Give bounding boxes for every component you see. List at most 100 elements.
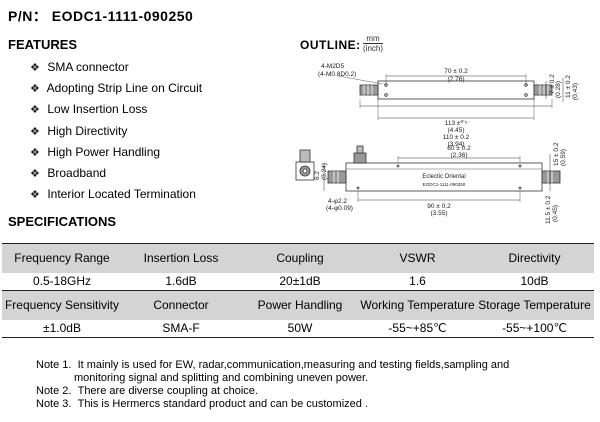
note-item: Note 3. This is Hermercs standard produc…: [36, 398, 509, 411]
spec-value-row: ±1.0dB SMA-F 50W -55~+85℃ -55~+100℃: [2, 320, 594, 338]
dim-label-inch: (4.45): [448, 127, 465, 134]
top-view-body: [377, 80, 535, 100]
spec-value-cell: 10dB: [475, 273, 594, 291]
mount-hole: [518, 164, 522, 168]
spec-header-cell: Insertion Loss: [122, 243, 240, 273]
feature-text: Adopting Strip Line on Circuit: [46, 81, 203, 96]
spec-header-cell: Working Temperature: [360, 290, 475, 320]
feature-text: Broadband: [47, 165, 107, 180]
front-view-labels: Eclectic Oriental EODC1-1111-090250 60 ±…: [314, 142, 567, 224]
diamond-bullet-icon: ❖: [30, 83, 40, 96]
mount-hole: [518, 186, 522, 190]
mount-hole: [396, 164, 400, 168]
spec-value-row: 0.5-18GHz 1.6dB 20±1dB 1.6 10dB: [2, 273, 594, 291]
diamond-bullet-icon: ❖: [30, 167, 40, 180]
diamond-bullet-icon: ❖: [30, 62, 40, 74]
spec-value-cell: 1.6: [360, 273, 475, 291]
outline-heading: OUTLINE:: [300, 38, 361, 52]
spec-value-cell: 0.5-18GHz: [2, 273, 122, 291]
spec-header-row: Frequency Range Insertion Loss Coupling …: [2, 243, 594, 273]
features-list: ❖ SMA connector ❖ Adopting Strip Line on…: [30, 59, 202, 207]
dim-label-inch: (3.55): [431, 210, 448, 217]
note-item: Note 1. It mainly is used for EW, radar,…: [36, 359, 509, 372]
top-view-labels: 4-M2D5 (4-M0.8D0.2) 70 ± 0.2 (2.76) 113 …: [318, 63, 579, 148]
spec-value-cell: ±1.0dB: [2, 320, 122, 338]
mount-hole: [384, 93, 388, 97]
note-label: Note 2.: [36, 385, 72, 397]
dim-label: 60 ± 0.2: [447, 145, 471, 152]
dim-label: 110 ± 0.2: [443, 134, 470, 141]
spec-value-cell: 1.6dB: [122, 273, 240, 291]
diamond-bullet-icon: ❖: [30, 189, 40, 202]
sma-connector-pin: [356, 145, 364, 154]
hole-label-inch: (4-φ0.09): [326, 205, 353, 212]
spec-value-cell: 50W: [240, 320, 360, 338]
diamond-bullet-icon: ❖: [30, 104, 40, 117]
front-view: [295, 145, 561, 202]
list-item: ❖ Adopting Strip Line on Circuit: [30, 80, 202, 101]
feature-text: High Directivity: [47, 123, 128, 138]
brand-label: Eclectic Oriental: [422, 174, 465, 180]
note-text: There are diverse coupling at choice.: [77, 385, 258, 397]
spec-header-cell: Frequency Range: [2, 243, 122, 273]
spec-value-cell: -55~+100℃: [475, 320, 594, 338]
dim-label-inch: (0.43): [572, 83, 579, 100]
dim-label: 70 ± 0.2: [444, 68, 468, 75]
hole-label: 4-φ2.2: [328, 198, 347, 205]
flange-connector-body: [299, 149, 311, 163]
feature-text: Interior Located Termination: [47, 187, 196, 202]
spec-header-cell: Directivity: [475, 243, 594, 273]
dim-label-inch: (2.76): [448, 76, 465, 83]
dim-label-inch: (0.28): [555, 81, 562, 98]
note-text: It mainly is used for EW, radar,communic…: [77, 359, 510, 371]
spec-header-cell: VSWR: [360, 243, 475, 273]
spec-value-cell: -55~+85℃: [360, 320, 475, 338]
note-label: Note 1.: [36, 359, 72, 371]
part-number: P/N： EODC1-1111-090250: [8, 8, 194, 24]
dim-label: 11 ± 0.2: [565, 75, 572, 98]
spec-value-cell: 20±1dB: [240, 273, 360, 291]
mount-hole: [356, 186, 360, 190]
note-item: Note 2. There are diverse coupling at ch…: [36, 385, 509, 398]
outline-drawing: 4-M2D5 (4-M0.8D0.2) 70 ± 0.2 (2.76) 113 …: [295, 63, 579, 224]
dim-label: 11.5 ± 0.2: [545, 195, 552, 224]
feature-text: SMA connector: [47, 60, 129, 74]
spec-header-cell: Power Handling: [240, 290, 360, 320]
features-heading: FEATURES: [8, 37, 78, 52]
notes: Note 1. It mainly is used for EW, radar,…: [36, 359, 509, 411]
sma-connector: [533, 84, 553, 96]
dim-label: 113 ±⁰’⁵: [445, 119, 468, 127]
sma-connector: [353, 152, 367, 164]
spec-header-cell: Frequency Sensitivity: [2, 290, 122, 320]
top-view: [337, 74, 564, 120]
dim-label-inch: (3.94): [448, 141, 465, 148]
feature-text: Low Insertion Loss: [47, 102, 148, 117]
dim-label-inch: (0.45): [552, 205, 559, 222]
list-item: ❖ Interior Located Termination: [30, 186, 202, 207]
dim-label-inch: (2.36): [451, 152, 468, 159]
dim-label: 6.2: [314, 171, 321, 180]
spec-header-cell: Storage Temperature: [475, 290, 594, 320]
list-item: ❖ High Power Handling: [30, 144, 202, 165]
specifications-table: Frequency Range Insertion Loss Coupling …: [2, 243, 594, 338]
unit-mm: mm: [363, 34, 384, 44]
specifications-heading: SPECIFICATIONS: [8, 214, 117, 229]
sma-connector: [541, 170, 561, 184]
sma-connector: [359, 84, 379, 96]
dim-label: 7 ± 0.2: [549, 74, 556, 94]
list-item: ❖ SMA connector: [30, 59, 202, 80]
dim-label: 15 ± 0.2: [553, 142, 560, 166]
dim-label: 90 ± 0.2: [427, 203, 451, 210]
spec-header-cell: Coupling: [240, 243, 360, 273]
dim-label-inch: (0.59): [560, 149, 567, 166]
note-label: Note 3.: [36, 398, 72, 410]
spec-header-cell: Connector: [122, 290, 240, 320]
feature-text: High Power Handling: [47, 144, 161, 159]
list-item: ❖ High Directivity: [30, 123, 202, 144]
spec-value-cell: SMA-F: [122, 320, 240, 338]
list-item: ❖ Broadband: [30, 165, 202, 186]
list-item: ❖ Low Insertion Loss: [30, 101, 202, 122]
model-label: EODC1-1111-090250: [423, 182, 466, 187]
hole-label-inch: (4-M0.8D0.2): [318, 71, 356, 78]
note-continuation: monitoring signal and splitting and comb…: [74, 372, 369, 384]
